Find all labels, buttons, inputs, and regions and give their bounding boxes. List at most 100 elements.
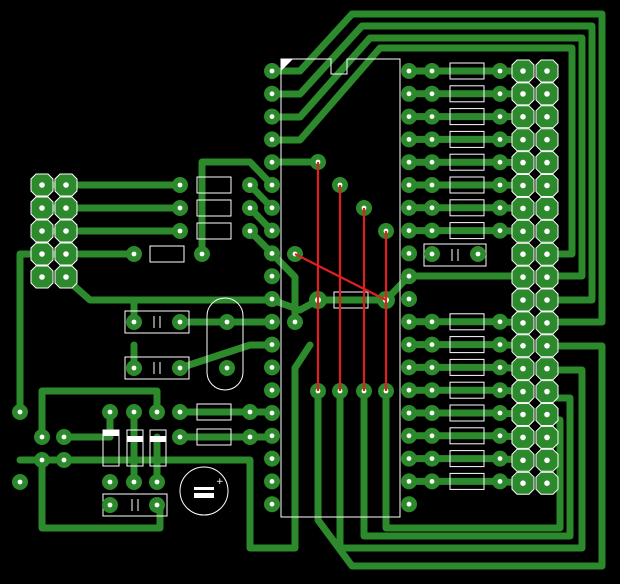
silkscreen-labels: + — [216, 477, 224, 487]
copper-trace — [428, 386, 527, 396]
drill-hole — [269, 228, 275, 234]
drill-hole — [520, 114, 526, 120]
drill-hole — [269, 342, 275, 347]
drill-hole — [131, 319, 137, 325]
copper-trace — [428, 455, 527, 464]
silkscreen-outlines — [102, 58, 487, 518]
drill-hole — [39, 251, 45, 257]
drill-hole — [61, 434, 67, 440]
copper-trace — [198, 158, 276, 258]
drill-hole — [131, 251, 137, 257]
drill-hole — [63, 205, 69, 211]
copper-trace — [268, 272, 529, 314]
drill-hole — [269, 68, 275, 74]
drill-hole — [269, 319, 275, 325]
drill-hole — [544, 251, 550, 257]
drill-hole — [544, 205, 550, 212]
drill-hole — [429, 114, 435, 119]
drill-hole — [17, 479, 23, 485]
drill-hole — [497, 159, 503, 165]
drill-hole — [269, 296, 275, 302]
drill-hole — [406, 319, 412, 325]
drill-hole — [406, 365, 412, 370]
copper-trace — [428, 409, 527, 418]
resistor-outline — [149, 245, 185, 263]
copper-pads — [12, 59, 559, 513]
drill-hole — [177, 365, 183, 371]
drill-hole — [544, 159, 550, 166]
drill-hole — [406, 182, 412, 188]
drill-hole — [269, 501, 275, 507]
drill-hole — [544, 365, 550, 372]
drill-hole — [292, 319, 298, 325]
diode-band — [150, 436, 166, 442]
drill-hole — [497, 342, 503, 347]
electrolytic-plate — [194, 493, 214, 498]
drill-hole — [497, 456, 503, 461]
drill-hole — [475, 251, 481, 257]
resistor-outline — [449, 336, 485, 354]
copper-trace — [360, 387, 574, 540]
drill-hole — [429, 159, 435, 165]
resistor-outline — [449, 153, 485, 171]
drill-hole — [269, 410, 275, 416]
drill-hole — [107, 479, 113, 485]
drill-hole — [429, 137, 435, 142]
drill-hole — [497, 91, 503, 97]
drill-hole — [520, 343, 526, 349]
crystal-outline — [206, 297, 244, 391]
drill-hole — [520, 68, 526, 74]
copper-trace — [38, 387, 161, 441]
copper-trace — [60, 273, 276, 304]
drill-hole — [39, 182, 45, 188]
drill-hole — [177, 409, 183, 415]
drill-hole — [544, 320, 550, 326]
drill-hole — [406, 410, 412, 416]
drill-hole — [63, 251, 69, 257]
resistor-outline — [449, 222, 485, 240]
drill-hole — [520, 159, 526, 166]
drill-hole — [247, 228, 253, 234]
diode-band — [103, 430, 119, 436]
drill-hole — [520, 411, 526, 418]
capacitor-outline — [423, 243, 487, 267]
drill-hole — [520, 457, 526, 464]
drill-hole — [497, 182, 503, 188]
drill-hole — [154, 479, 160, 485]
drill-hole — [429, 433, 435, 439]
drill-hole — [497, 433, 503, 439]
drill-hole — [224, 319, 230, 325]
drill-hole — [39, 457, 45, 463]
drill-hole — [544, 182, 550, 189]
copper-trace — [246, 227, 299, 326]
drill-hole — [544, 411, 550, 418]
drill-hole — [406, 159, 412, 165]
capacitor-outline — [124, 356, 190, 380]
drill-hole — [497, 68, 503, 74]
drill-hole — [497, 205, 503, 211]
drill-hole — [199, 251, 205, 257]
resistor-outline — [449, 404, 485, 422]
copper-trace — [268, 10, 606, 326]
drill-hole — [63, 182, 69, 188]
drill-hole — [520, 274, 526, 280]
drill-hole — [406, 91, 412, 97]
drill-hole — [544, 343, 550, 349]
resistor-outline — [449, 108, 485, 126]
drill-hole — [247, 182, 253, 188]
drill-hole — [544, 91, 550, 97]
drill-hole — [177, 205, 183, 211]
drill-hole — [177, 319, 183, 325]
electrolytic-plate — [194, 487, 214, 490]
drill-hole — [429, 479, 435, 484]
jumper-wire — [294, 253, 387, 301]
drill-hole — [406, 137, 412, 142]
drill-hole — [520, 320, 526, 326]
drill-hole — [520, 388, 526, 395]
resistor-outline — [449, 381, 485, 399]
drill-hole — [154, 502, 160, 508]
drill-hole — [269, 433, 275, 439]
drill-hole — [406, 501, 412, 507]
resistor-outline — [449, 199, 485, 217]
